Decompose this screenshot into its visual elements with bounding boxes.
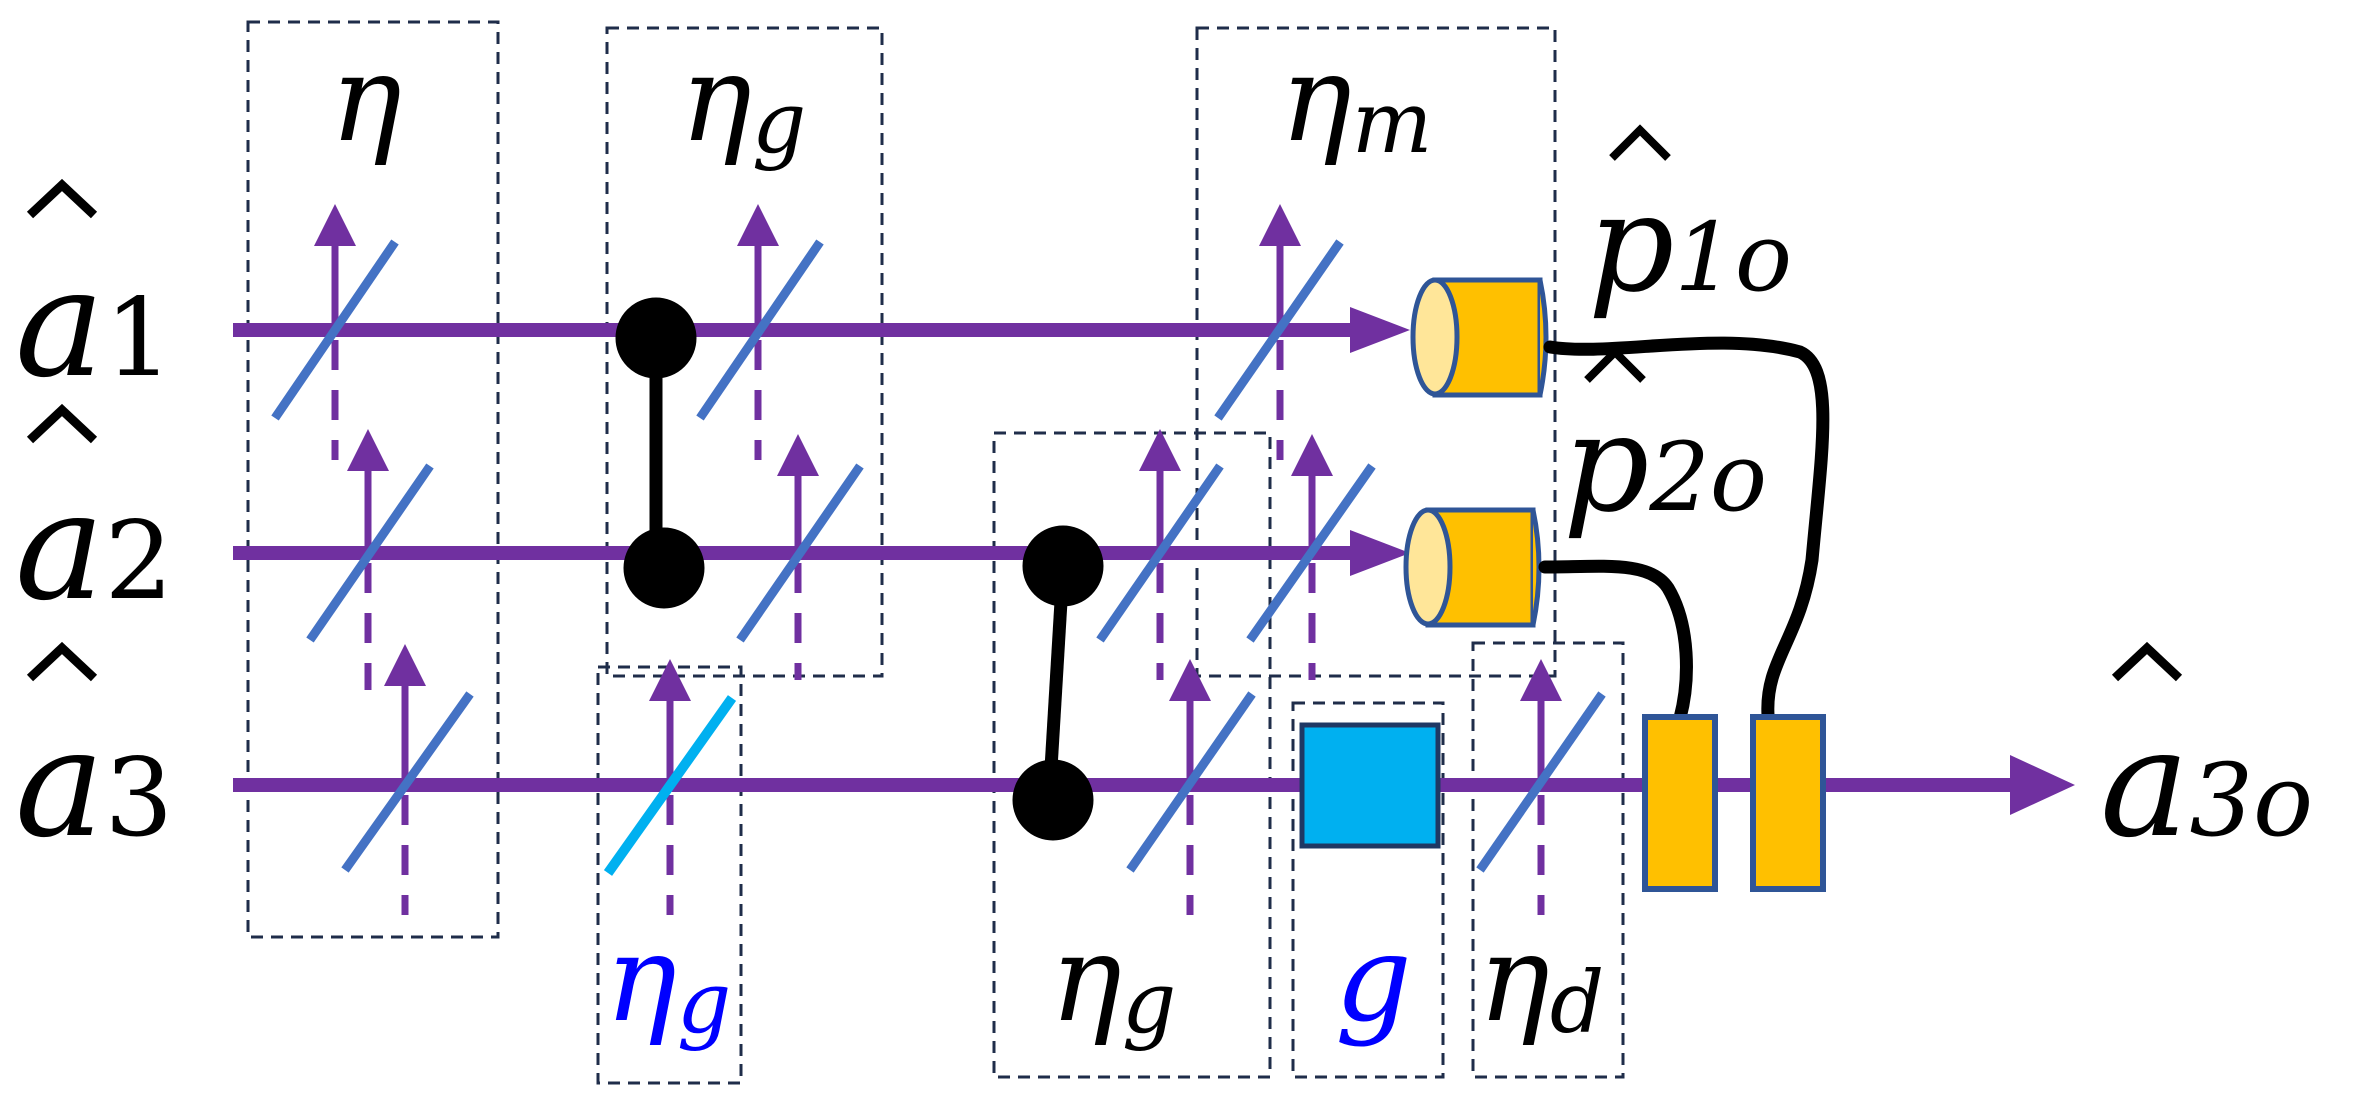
arrow-icon [1350,307,1410,353]
box-eta [246,20,500,939]
hat-icon [26,403,98,444]
amplifier-icon [1299,722,1441,849]
svg-text:a3o: a3o [2100,697,2313,871]
beam-splitter-icon [1096,463,1224,643]
input-label-1: a1 [15,178,173,411]
beam-splitter-icon [1214,239,1344,421]
label-eta-d: ηd [1478,910,1604,1053]
beam-splitter-icon [1246,463,1376,643]
beam-splitter-icon [1126,691,1256,873]
box-eta-d [1471,641,1625,1079]
beam-splitter-icon [306,463,434,643]
beam-splitter-icon [271,239,399,421]
quadrature-labels: p1o p2o [1563,124,1792,542]
beam-splitter-icon [736,463,864,643]
label-eta-g-mid: ηg [1050,910,1176,1053]
cz-gates [615,297,1104,841]
hat-icon [1609,124,1671,161]
quadrature-label-1: p1o [1588,124,1792,322]
beam-splitters [271,239,1606,873]
hat-icon [1584,346,1646,383]
beam-splitter-icon [603,695,737,876]
beam-splitter-icon [1476,691,1606,873]
feedforward-modulator-icon [1750,714,1826,892]
cz-gate-icon [615,297,705,609]
svg-text:a3: a3 [15,697,173,871]
hat-icon [2111,641,2183,682]
homodyne-detector-icon [1410,277,1549,398]
label-eta-m: ηm [1280,30,1433,173]
svg-text:p1o: p1o [1588,165,1792,322]
input-label-2: a2 [15,403,173,634]
beam-splitter-icon [696,239,824,421]
hat-icon [26,641,98,682]
hat-icon [26,178,98,219]
label-eta-g-top: ηg [680,30,806,173]
beam-splitter-icon [341,691,474,873]
box-labels: η ηg ηm ηg ηg g ηd [330,30,1604,1053]
rail-arrowheads [1350,307,2075,815]
input-labels: a1 a2 a3 [15,178,173,871]
label-gain: g [1335,910,1412,1049]
output-label: a3o [2100,641,2313,871]
label-eta: η [330,30,402,169]
arrow-icon [2010,755,2075,815]
box-gain [1291,701,1445,1079]
svg-text:a1: a1 [15,237,173,411]
input-label-3: a3 [15,641,173,871]
box-eta-g-top [605,26,884,678]
vacuum-ports [314,204,1562,915]
feedforward-cables [1538,336,1830,725]
label-eta-g-left: ηg [605,910,731,1053]
homodyne-detector-icon [1403,507,1542,628]
cz-gate-icon [1012,525,1104,841]
arrow-icon [1350,530,1410,576]
feedforward-modulators [1642,714,1826,892]
svg-text:p2o: p2o [1563,385,1767,542]
homodyne-detectors [1403,277,1549,628]
svg-text:a2: a2 [15,460,173,634]
feedforward-modulator-icon [1642,714,1718,892]
quadrature-label-2: p2o [1563,346,1767,542]
